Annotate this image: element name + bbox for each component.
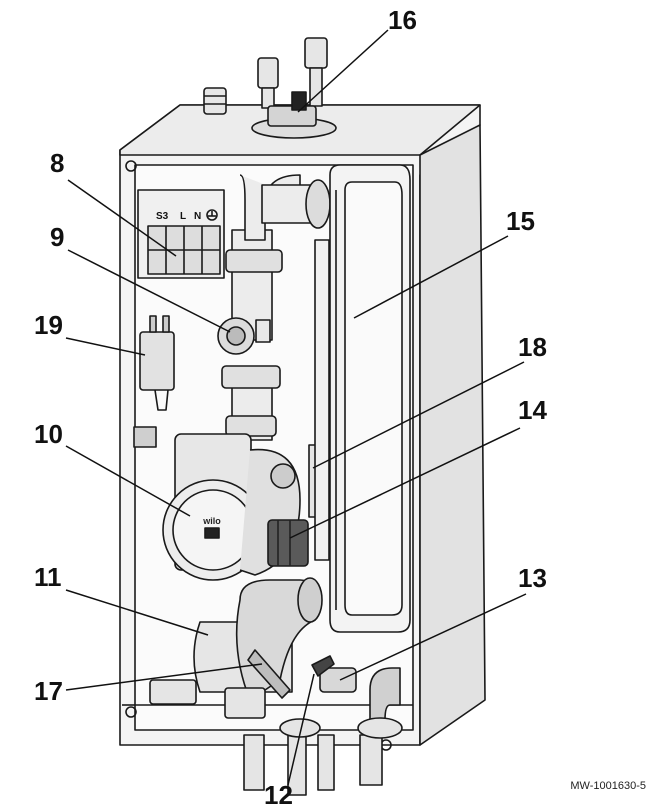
purge-valve-9 [217, 317, 271, 355]
cabinet-side [419, 124, 486, 746]
top-pipe [261, 179, 331, 229]
pump-brand-mark: wilo [202, 516, 221, 526]
leader-15 [353, 235, 509, 319]
callout-18: 18 [518, 332, 547, 362]
leader-10 [65, 445, 191, 517]
flow-sensor-16 [251, 91, 337, 139]
leader-16 [297, 29, 389, 113]
callout-12: 12 [264, 780, 293, 810]
callout-14: 14 [518, 395, 547, 425]
leader-19 [65, 337, 146, 356]
leader-12 [287, 673, 315, 786]
reference-code: MW-1001630-5 [570, 780, 646, 792]
bottom-connections [149, 679, 403, 796]
leader-9 [67, 249, 231, 333]
callout-13: 13 [518, 563, 547, 593]
safety-valve-13 [311, 655, 401, 721]
callout-17: 17 [34, 676, 63, 706]
mount-hole [125, 706, 137, 718]
terminal-block-8 [137, 189, 225, 279]
cable-gland [203, 87, 227, 115]
top-connector-right [304, 37, 328, 107]
callout-15: 15 [506, 206, 535, 236]
heat-exchanger-15 [329, 164, 411, 633]
drain-tap-17 [247, 649, 291, 699]
leader-8 [67, 179, 177, 257]
callout-16: 16 [388, 5, 417, 35]
callout-11: 11 [34, 562, 62, 592]
top-connector-left [257, 57, 279, 109]
leader-14 [289, 427, 521, 539]
callout-8: 8 [50, 148, 65, 178]
switch [133, 426, 157, 448]
pressure-sensor-14 [267, 519, 309, 567]
leader-18 [312, 361, 525, 469]
terminal-mark-l: L [180, 211, 186, 222]
leader-17 [65, 663, 263, 691]
side-pipe [314, 239, 330, 561]
leader-13 [339, 593, 527, 681]
callout-9: 9 [50, 222, 65, 252]
circulator-pump-10 [162, 433, 301, 581]
filter-19 [139, 315, 175, 411]
terminal-mark-n: N [194, 211, 201, 222]
mount-hole [125, 160, 137, 172]
callout-10: 10 [34, 419, 63, 449]
callout-19: 19 [34, 310, 63, 340]
leader-11 [65, 589, 209, 636]
terminal-mark-s3: S3 [156, 211, 169, 222]
ground-icon [206, 209, 218, 221]
